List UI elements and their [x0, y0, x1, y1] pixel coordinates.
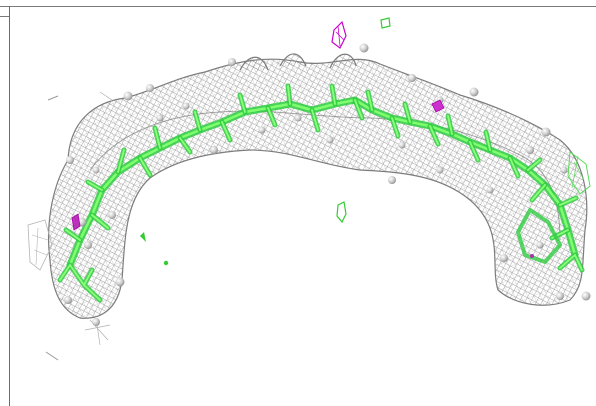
molecular-model [57, 83, 585, 303]
difference-density-blobs [71, 17, 591, 266]
frame-left-border [9, 6, 10, 406]
frame-top-border [0, 6, 596, 7]
atom-spheres [64, 43, 591, 326]
frame-corner-mark [0, 6, 9, 17]
density-mesh [27, 53, 588, 361]
